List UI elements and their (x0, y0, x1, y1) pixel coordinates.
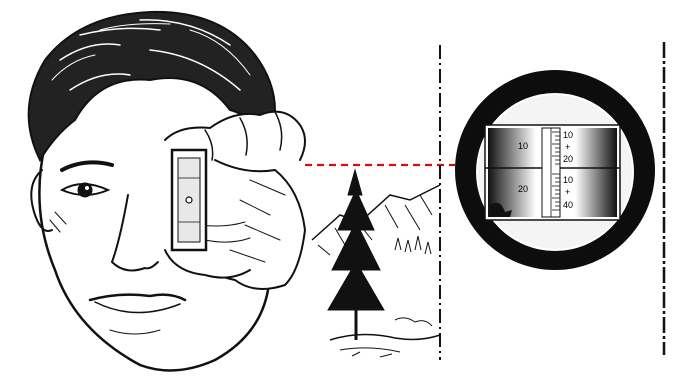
magnified-eyepiece-view: 10 10 + 20 20 10 + 40 (455, 70, 655, 270)
clinometer-instrument (172, 150, 206, 250)
tree-landscape-vignette (312, 170, 440, 357)
scale-lower-right-bottom: 40 (563, 200, 573, 210)
scale-lower-right-top: 10 (563, 175, 573, 185)
scale-lower-left-label: 20 (518, 184, 528, 194)
scale-upper-left-label: 10 (518, 141, 528, 151)
scale-lower-plus: + (565, 187, 570, 197)
scale-upper-right-top: 10 (563, 130, 573, 140)
scale-upper-right-mid: 20 (563, 154, 573, 164)
scale-upper-plus: + (565, 142, 570, 152)
